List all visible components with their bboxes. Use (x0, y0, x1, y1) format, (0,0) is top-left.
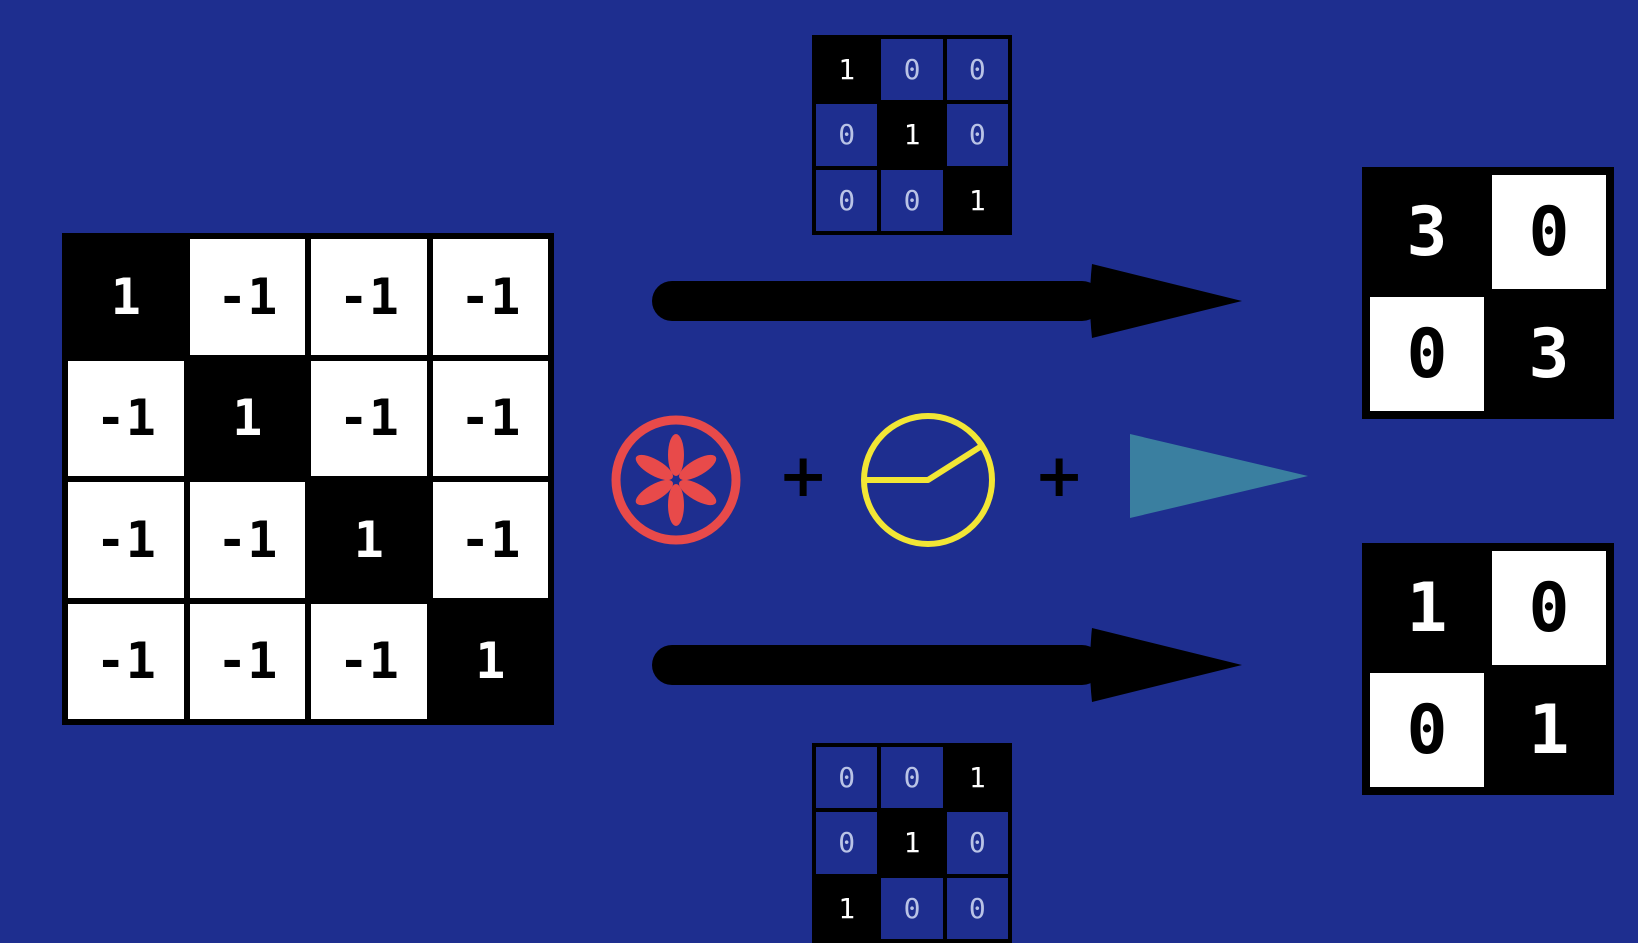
input-matrix-cell: 1 (189, 360, 305, 476)
kernel-cell: 0 (881, 169, 943, 231)
arrow-right-icon (652, 264, 1242, 338)
kernel-cell: 1 (816, 877, 878, 939)
output-cell: 0 (1492, 175, 1606, 289)
input-matrix-cell: -1 (432, 239, 548, 355)
kernel-cell: 0 (816, 812, 878, 874)
kernel-cell: 0 (946, 39, 1008, 101)
triangle-icon (1130, 434, 1308, 518)
input-matrix-cell: -1 (311, 360, 427, 476)
plus-operator: + (778, 441, 829, 511)
input-matrix-cell: -1 (432, 482, 548, 598)
plus-operator: + (1034, 441, 1085, 511)
output-cell: 1 (1370, 551, 1484, 665)
kernel-cell: 0 (881, 39, 943, 101)
kernel-cell: 1 (816, 39, 878, 101)
output-cell: 1 (1492, 673, 1606, 787)
output-cell: 0 (1370, 673, 1484, 787)
kernel-cell: 0 (881, 877, 943, 939)
input-matrix-cell: 1 (311, 482, 427, 598)
output-cell: 3 (1370, 175, 1484, 289)
kernel-cell: 0 (946, 812, 1008, 874)
asterisk-icon (611, 415, 741, 545)
output-cell: 0 (1370, 297, 1484, 411)
kernel-cell: 1 (946, 169, 1008, 231)
output-cell: 0 (1492, 551, 1606, 665)
input-matrix-cell: -1 (68, 360, 184, 476)
input-matrix-cell: -1 (189, 482, 305, 598)
kernel-cell: 0 (946, 877, 1008, 939)
kernel-cell: 1 (946, 747, 1008, 809)
input-matrix-cell: -1 (68, 482, 184, 598)
kernel-cell: 0 (946, 104, 1008, 166)
kernel-cell: 0 (816, 747, 878, 809)
input-matrix-cell: 1 (68, 239, 184, 355)
output-cell: 3 (1492, 297, 1606, 411)
kernel-cell: 0 (816, 104, 878, 166)
input-matrix-cell: 1 (432, 603, 548, 719)
kernel-cell: 1 (881, 104, 943, 166)
input-matrix-cell: -1 (189, 239, 305, 355)
input-matrix-cell: -1 (311, 239, 427, 355)
input-matrix-cell: -1 (432, 360, 548, 476)
input-matrix-cell: -1 (189, 603, 305, 719)
kernel-cell: 1 (881, 812, 943, 874)
input-matrix-cell: -1 (311, 603, 427, 719)
arrow-right-icon (652, 628, 1242, 702)
input-matrix-cell: -1 (68, 603, 184, 719)
kernel-cell: 0 (816, 169, 878, 231)
kernel-cell: 0 (881, 747, 943, 809)
activation-curve-icon (861, 413, 995, 547)
